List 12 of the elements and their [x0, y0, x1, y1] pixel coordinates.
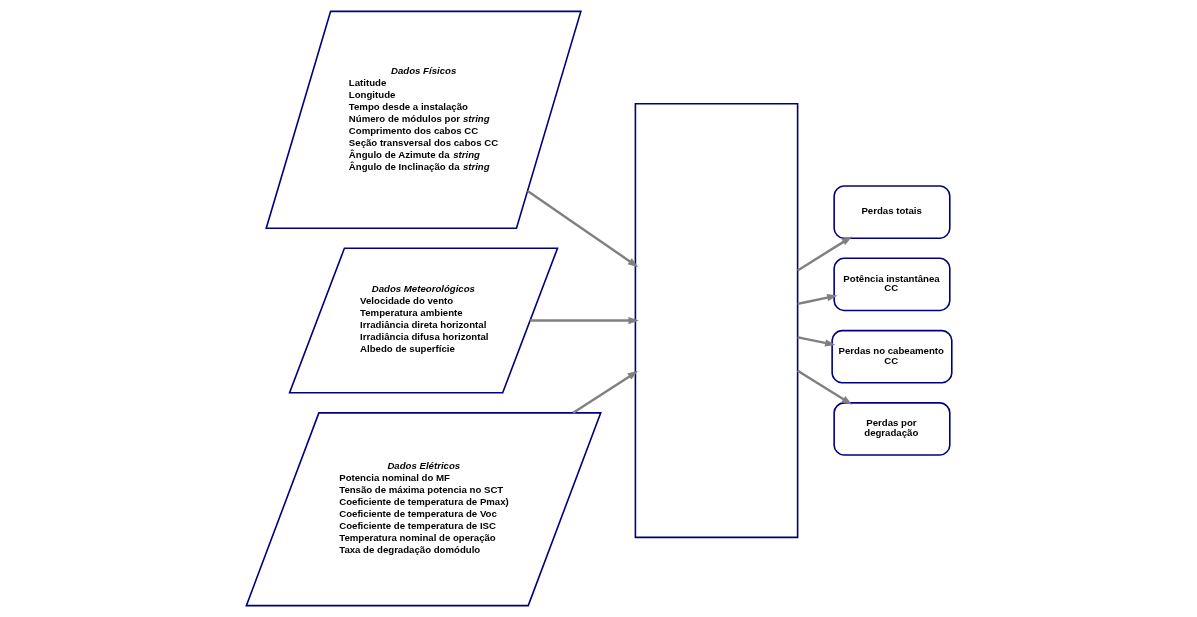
arrow	[796, 236, 852, 272]
node-box: Perdas por degradação	[832, 402, 951, 456]
arrow	[529, 316, 639, 325]
arrow	[796, 336, 836, 347]
node-box	[634, 102, 798, 539]
arrow	[526, 190, 638, 268]
node-box: Potência instantânea CC	[832, 257, 951, 312]
arrow	[572, 370, 638, 414]
node-box: Perdas no cabeamento CC	[830, 329, 953, 384]
arrow	[796, 294, 838, 306]
arrow	[796, 369, 852, 405]
node-box: Perdas totais	[832, 185, 951, 240]
